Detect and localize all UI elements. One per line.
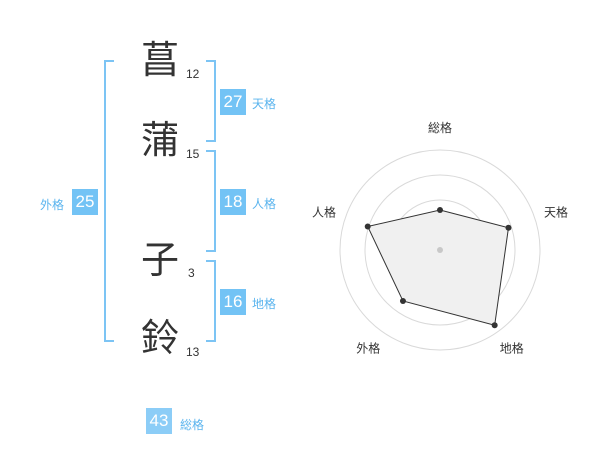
radar-point — [437, 207, 443, 213]
radar-point — [491, 322, 498, 329]
chikaku-value: 16 — [220, 289, 246, 315]
name-char-2: 蒲 — [141, 118, 180, 162]
jinkaku-label: 人格 — [252, 197, 277, 211]
radar-axis-label: 人格 — [312, 204, 336, 219]
radar-axis-label: 総格 — [428, 120, 452, 135]
jinkaku-value: 18 — [220, 189, 246, 215]
stroke-count-1: 12 — [186, 67, 200, 81]
gaikaku-label: 外格 — [40, 198, 65, 212]
radar-point — [505, 224, 512, 231]
gaikaku-value: 25 — [72, 189, 98, 215]
stroke-count-2: 15 — [186, 147, 200, 161]
gaikaku-bracket — [104, 60, 114, 342]
radar-point — [364, 223, 371, 230]
tenkaku-label: 天格 — [252, 97, 277, 111]
name-char-4: 鈴 — [141, 316, 180, 360]
chikaku-label: 地格 — [252, 297, 277, 311]
radar-point — [399, 297, 406, 304]
radar-center-dot — [437, 247, 443, 253]
radar-axis-label: 地格 — [500, 341, 524, 356]
jinkaku-bracket — [206, 150, 216, 252]
stroke-count-3: 3 — [188, 266, 195, 280]
radar-points — [364, 207, 512, 329]
radar-axis-label: 外格 — [356, 341, 380, 356]
radar-ring — [364, 174, 516, 326]
radar-ring — [339, 149, 541, 351]
soukaku-label: 総格 — [180, 418, 205, 432]
soukaku-value: 43 — [146, 408, 172, 434]
stroke-count-4: 13 — [186, 345, 200, 359]
name-char-3: 子 — [141, 238, 180, 282]
radar-axis-label: 天格 — [544, 204, 568, 219]
tenkaku-bracket — [206, 60, 216, 142]
chikaku-bracket — [206, 260, 216, 342]
name-char-1: 菖 — [141, 38, 180, 82]
radar-data-shape — [367, 209, 510, 326]
tenkaku-value: 27 — [220, 89, 246, 115]
